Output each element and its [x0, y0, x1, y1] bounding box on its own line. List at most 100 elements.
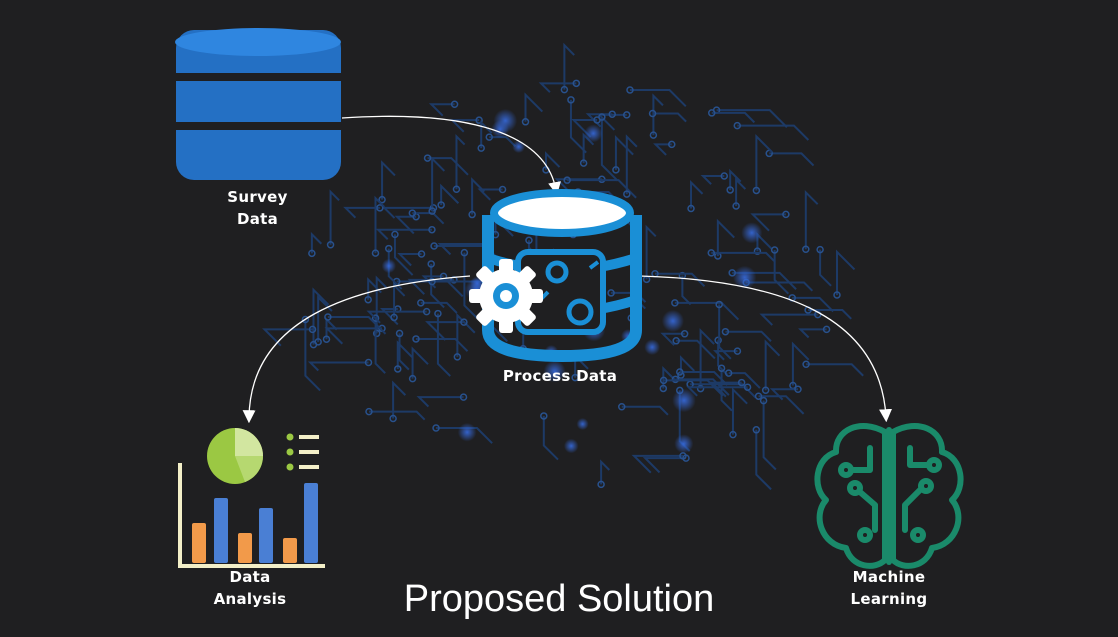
circuit-node [571, 373, 579, 382]
circuit-trace [819, 249, 832, 287]
circuit-trace [407, 278, 454, 295]
circuit-glow [457, 422, 477, 442]
circuit-trace [614, 134, 634, 170]
circuit-node [364, 295, 372, 304]
circuit-node [732, 202, 740, 210]
circuit-node [395, 329, 404, 338]
circuit-trace [758, 395, 805, 415]
machine-learning-label-line2: Learning [850, 590, 928, 608]
circuit-node [607, 289, 615, 297]
circuit-glow [576, 417, 589, 431]
circuit-node [324, 313, 332, 321]
circuit-node [498, 185, 507, 194]
machine-learning-label: Machine Learning [834, 566, 944, 610]
circuit-trace [397, 252, 422, 267]
circuit-node [428, 225, 436, 234]
circuit-node [384, 244, 393, 253]
circuit-trace [524, 92, 544, 122]
circuit-node [417, 250, 426, 258]
circuit-node [408, 374, 417, 383]
circuit-node [648, 109, 657, 118]
circuit-trace [731, 387, 748, 435]
circuit-node [391, 230, 399, 239]
circuit-node [816, 245, 824, 254]
circuit-trace [455, 133, 466, 190]
circuit-trace [600, 459, 611, 485]
circuit-trace [629, 88, 687, 107]
circuit-trace [717, 340, 729, 376]
circuit-glow [381, 258, 397, 274]
circuit-node [721, 327, 730, 336]
circuit-trace [375, 228, 432, 240]
circuit-trace [642, 457, 686, 474]
circuit-node [540, 412, 548, 420]
circuit-trace [381, 206, 434, 219]
circuit-trace [463, 252, 479, 320]
circuit-trace [569, 99, 587, 154]
circuit-trace [374, 195, 386, 254]
circuit-node [622, 111, 631, 119]
circuit-node [475, 116, 483, 124]
circuit-node [560, 85, 569, 94]
circuit-trace [681, 275, 692, 306]
circuit-node [733, 347, 742, 355]
circuit-node [408, 209, 417, 217]
circuit-trace [425, 321, 464, 341]
circuit-node [376, 204, 384, 212]
circuit-trace [436, 426, 493, 444]
circuit-trace [343, 206, 380, 219]
circuit-node [372, 329, 381, 338]
circuit-trace [746, 281, 814, 292]
circuit-node [427, 260, 435, 268]
circuit-trace [538, 82, 577, 93]
circuit-node [365, 407, 373, 416]
circuit-trace [769, 388, 798, 401]
circuit-trace [729, 168, 742, 190]
circuit-trace [262, 328, 313, 347]
circuit-trace [449, 119, 480, 133]
survey-data-label-line1: Survey [227, 188, 288, 206]
brain-icon [814, 423, 964, 569]
circuit-node [460, 318, 468, 326]
circuit-trace [655, 272, 706, 288]
survey-data-label-line2: Data [236, 210, 279, 228]
circuit-trace [716, 218, 735, 256]
circuit-node [729, 430, 737, 439]
circuit-glow [563, 438, 579, 454]
circuit-node [822, 325, 831, 334]
circuit-trace [663, 379, 724, 397]
circuit-node [579, 159, 588, 167]
circuit-node [452, 185, 461, 194]
circuit-trace [542, 415, 559, 461]
circuit-node [608, 110, 616, 118]
circuit-node [468, 210, 476, 219]
circuit-node [752, 186, 761, 195]
database-icon [170, 28, 348, 180]
circuit-trace [713, 350, 738, 361]
circuit-node [715, 300, 723, 309]
circuit-trace [798, 328, 827, 339]
circuit-trace [310, 231, 323, 254]
circuit-trace [329, 189, 340, 245]
circuit-trace [764, 339, 781, 391]
circuit-trace [806, 363, 864, 377]
circuit-glow [672, 388, 696, 413]
circuit-node [687, 204, 695, 213]
circuit-trace [676, 339, 716, 360]
circuit-trace [317, 294, 333, 342]
circuit-node [761, 386, 770, 395]
circuit-node [726, 186, 734, 194]
circuit-node [326, 240, 335, 249]
circuit-node [612, 166, 620, 174]
circuit-node [422, 307, 431, 316]
circuit-trace [711, 111, 756, 124]
circuit-trace [381, 160, 396, 200]
circuit-node [521, 118, 530, 126]
circuit-trace [631, 454, 683, 474]
circuit-node [390, 313, 398, 322]
circuit-trace [652, 93, 664, 136]
circuit-node [308, 249, 316, 258]
circuit-trace [471, 177, 485, 215]
circuit-node [301, 315, 310, 324]
